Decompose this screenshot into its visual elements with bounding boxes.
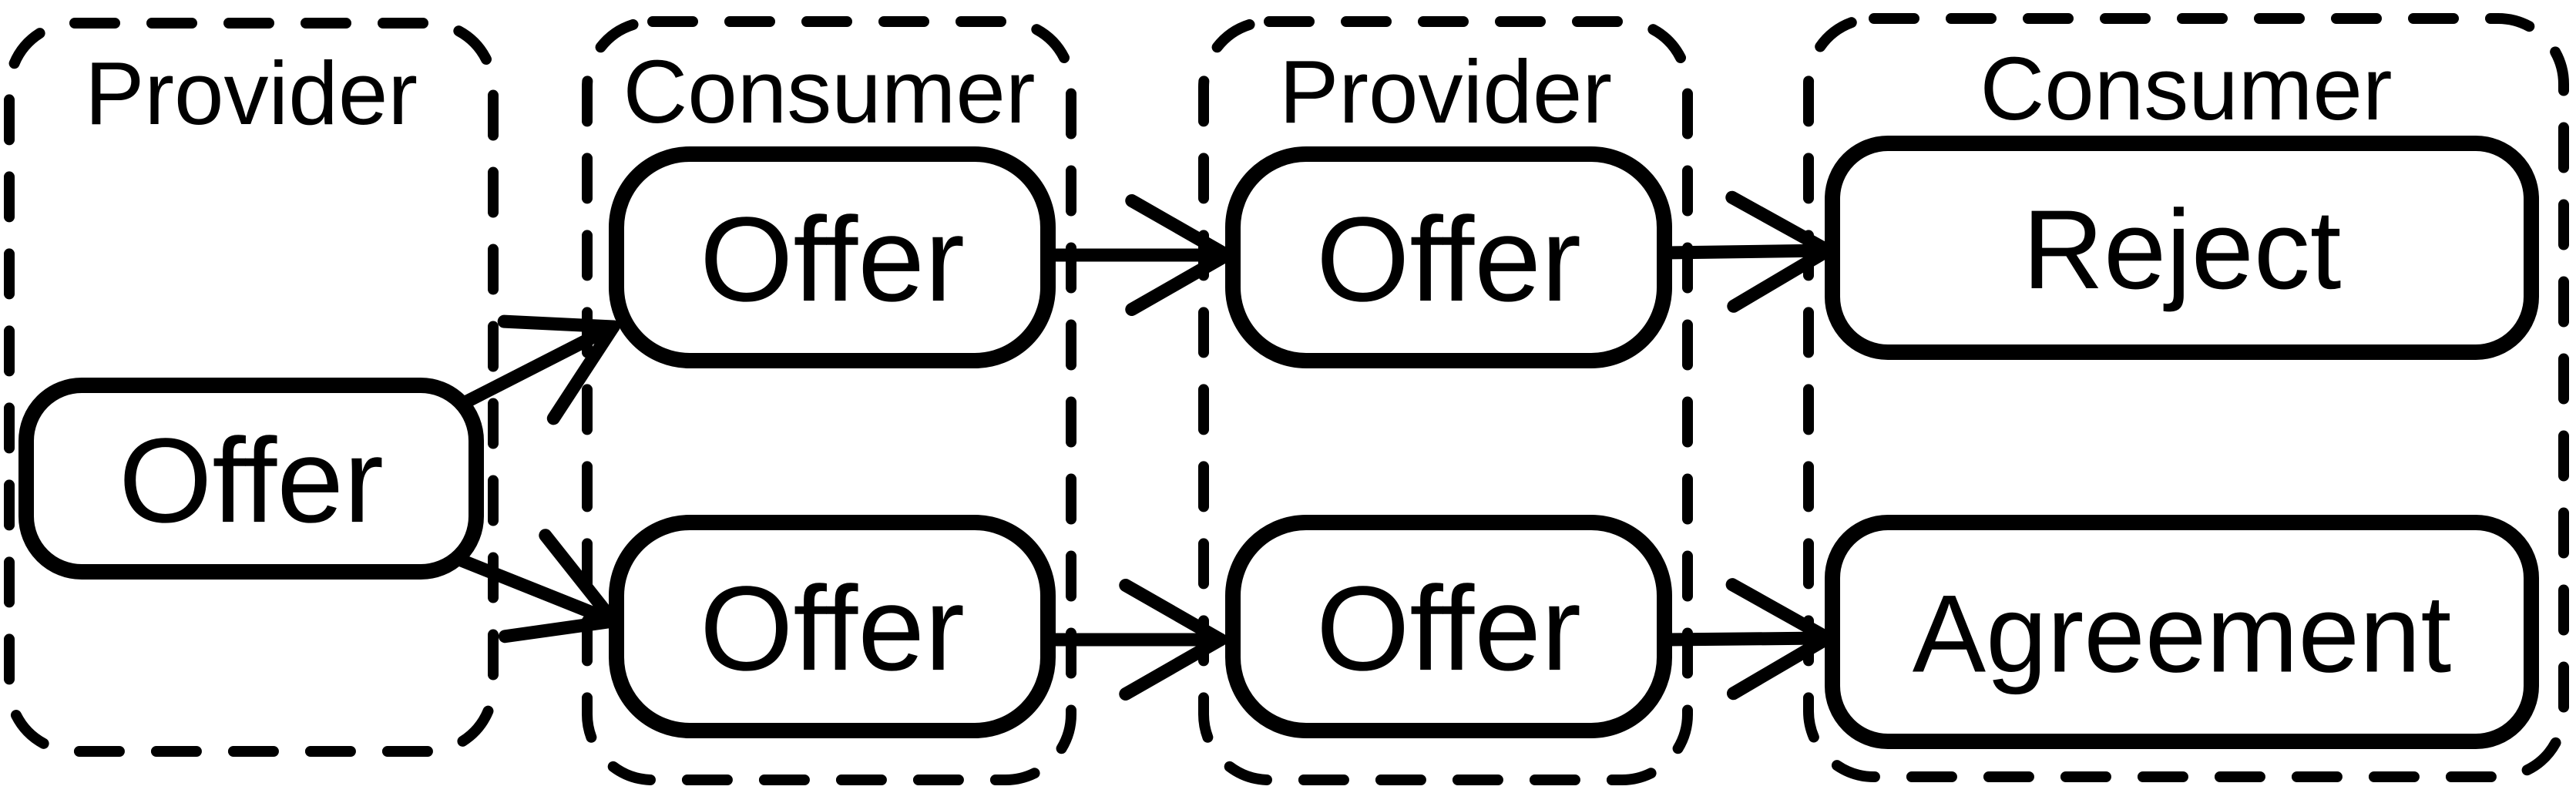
arrow-shaft bbox=[452, 553, 607, 623]
arrow-shaft bbox=[455, 326, 608, 411]
arrowhead-barb bbox=[1119, 578, 1228, 647]
swimlane-label: Consumer bbox=[623, 42, 1035, 142]
node-label: Offer bbox=[119, 414, 384, 548]
arrow-provider-top-offer-to-reject bbox=[1659, 190, 1835, 313]
arrowhead-barb bbox=[1727, 244, 1835, 313]
swimlane-provider-1: Provider bbox=[4, 18, 499, 757]
offer-consumer-bottom-node: Offer bbox=[609, 515, 1056, 738]
arrow-consumer-top-offer-to-provider-top-offer bbox=[1043, 193, 1234, 317]
node-label: Offer bbox=[700, 562, 965, 696]
offer-provider-initial-node: Offer bbox=[18, 378, 484, 580]
node-border bbox=[18, 378, 484, 580]
arrowhead-barb bbox=[1725, 578, 1835, 645]
swimlane-consumer-2: Consumer bbox=[582, 16, 1076, 785]
arrowhead-barb bbox=[497, 314, 620, 334]
node-label: Agreement bbox=[1913, 573, 2452, 695]
swimlane-border bbox=[4, 18, 499, 757]
node-label: Offer bbox=[1316, 193, 1581, 327]
swimlane-border bbox=[582, 16, 1076, 785]
swimlane-border bbox=[1198, 16, 1693, 785]
lanes-layer: Provider Consumer Provider Consumer bbox=[4, 13, 2569, 785]
node-border bbox=[1225, 146, 1672, 368]
arrowhead-barb bbox=[1125, 248, 1234, 317]
arrow-consumer-bottom-offer-to-provider-bottom-offer bbox=[1043, 578, 1228, 701]
arrowhead-barb bbox=[539, 529, 620, 628]
arrowhead-barb bbox=[546, 320, 620, 425]
arrow-provider-bottom-offer-to-agreement bbox=[1659, 578, 1835, 701]
arrowhead-barb bbox=[1726, 631, 1835, 701]
arrow-shaft bbox=[1659, 631, 1821, 647]
node-border bbox=[609, 146, 1056, 368]
offer-provider-bottom-node: Offer bbox=[1225, 515, 1672, 738]
swimlane-label: Provider bbox=[85, 43, 418, 143]
node-border bbox=[1825, 515, 2539, 749]
node-border bbox=[1825, 136, 2539, 360]
node-border bbox=[1225, 515, 1672, 738]
swimlane-label: Provider bbox=[1279, 42, 1612, 142]
node-label: Reject bbox=[2023, 186, 2342, 312]
arrow-provider-offer-to-consumer-bottom-offer bbox=[452, 529, 620, 643]
arrowhead-barb bbox=[1119, 633, 1228, 701]
swimlane-label: Consumer bbox=[1980, 39, 2392, 139]
arrowhead-barb bbox=[498, 614, 620, 643]
node-label: Offer bbox=[1316, 562, 1581, 696]
arrow-shaft bbox=[1659, 244, 1821, 260]
arrowhead-barb bbox=[1125, 193, 1234, 262]
reject-node: Reject bbox=[1825, 136, 2539, 360]
offer-provider-top-node: Offer bbox=[1225, 146, 1672, 368]
swimlane-consumer-4: Consumer bbox=[1803, 13, 2569, 782]
arrows-layer bbox=[452, 190, 1835, 701]
node-label: Offer bbox=[700, 193, 965, 327]
offer-consumer-top-node: Offer bbox=[609, 146, 1056, 368]
swimlane-border bbox=[1803, 13, 2569, 782]
agreement-node: Agreement bbox=[1825, 515, 2539, 749]
arrowhead-barb bbox=[1725, 190, 1835, 257]
node-border bbox=[609, 515, 1056, 738]
swimlane-provider-3: Provider bbox=[1198, 16, 1693, 785]
arrow-provider-offer-to-consumer-top-offer bbox=[455, 314, 620, 425]
